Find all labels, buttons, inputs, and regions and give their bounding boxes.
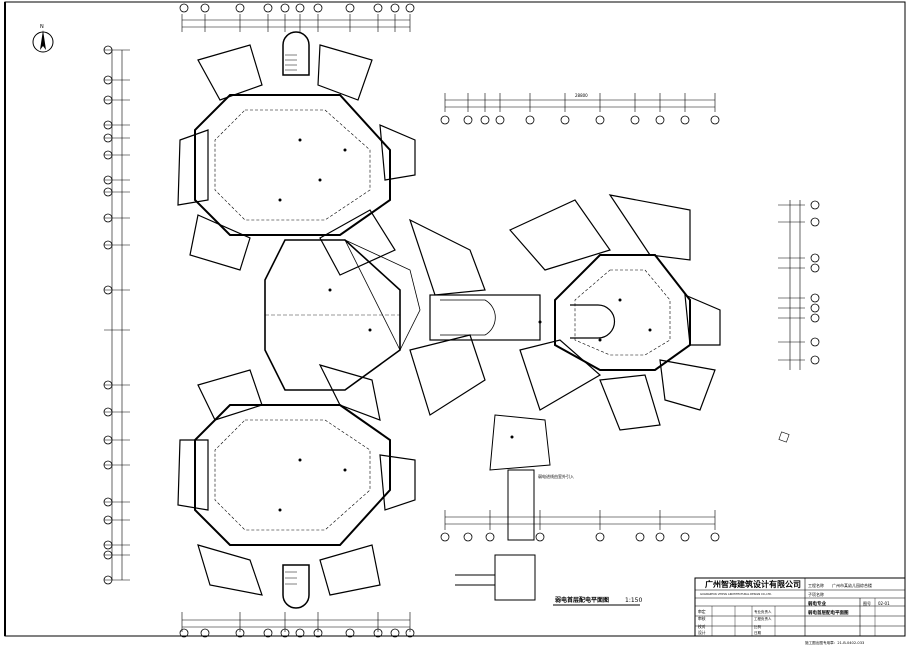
sheet-label: 图号 xyxy=(863,600,871,606)
title-block: 广州智海建筑设计有限公司 GUANGZHOU ZHIHAI ARCHITECTU… xyxy=(694,577,906,637)
right-dimension-lines xyxy=(778,200,805,370)
field-project-lead: 工程负责人 xyxy=(754,616,772,621)
right-hexagon-wing xyxy=(509,194,721,431)
axis-bubbles-left xyxy=(103,45,113,585)
annex-dimension-lines xyxy=(444,510,716,530)
role-approved: 审定 xyxy=(698,609,706,614)
role-reviewed: 审核 xyxy=(698,616,706,621)
field-date: 日期 xyxy=(754,630,762,635)
company-name-english: GUANGZHOU ZHIHAI ARCHITECTURAL DESIGN CO… xyxy=(700,592,772,596)
note-incoming-line: 弱电进线由室外引入 xyxy=(538,473,574,479)
north-arrow-icon: N xyxy=(32,24,54,53)
left-dimension-lines xyxy=(104,49,130,581)
drawing-name: 弱电首层配电平面图 xyxy=(808,609,849,616)
lower-octagon-wing xyxy=(177,364,416,609)
field-scale: 比例 xyxy=(754,624,762,629)
project-label: 工程名称 xyxy=(808,582,824,588)
north-label: N xyxy=(40,24,44,30)
lower-annex xyxy=(455,414,551,601)
role-designed: 设计 xyxy=(698,630,706,635)
axis-bubbles-right-top xyxy=(440,115,720,125)
sheet-number: 02-01 xyxy=(878,601,890,606)
axis-bubbles-top xyxy=(179,3,415,638)
project-name: 广州市某幼儿园综合楼 xyxy=(832,582,872,588)
plan-scale: 1:150 xyxy=(625,597,642,604)
axis-bubbles-annex xyxy=(440,532,720,542)
device-symbols xyxy=(278,138,652,512)
connector-corridor xyxy=(408,218,541,416)
certificate-number: 施工图出图专用章：21-B-0402-033 xyxy=(805,640,864,645)
field-discipline-lead: 专业负责人 xyxy=(754,609,772,614)
drawing-category: 弱电专业 xyxy=(808,600,826,607)
sheet-border xyxy=(4,1,906,637)
small-marker-box xyxy=(778,431,790,443)
role-checked: 校对 xyxy=(698,624,706,629)
company-name: 广州智海建筑设计有限公司 xyxy=(705,579,801,589)
sub-item-label: 子项名称 xyxy=(808,591,824,597)
upper-octagon-wing xyxy=(177,31,416,276)
top-dimension-lines xyxy=(181,14,411,632)
axis-bubbles-right xyxy=(810,200,820,365)
plan-title: 弱电首层配电平面图 xyxy=(555,596,609,604)
dimension-total: 28800 xyxy=(575,93,588,98)
right-top-dimension-lines xyxy=(444,93,716,112)
central-hall xyxy=(264,239,421,391)
